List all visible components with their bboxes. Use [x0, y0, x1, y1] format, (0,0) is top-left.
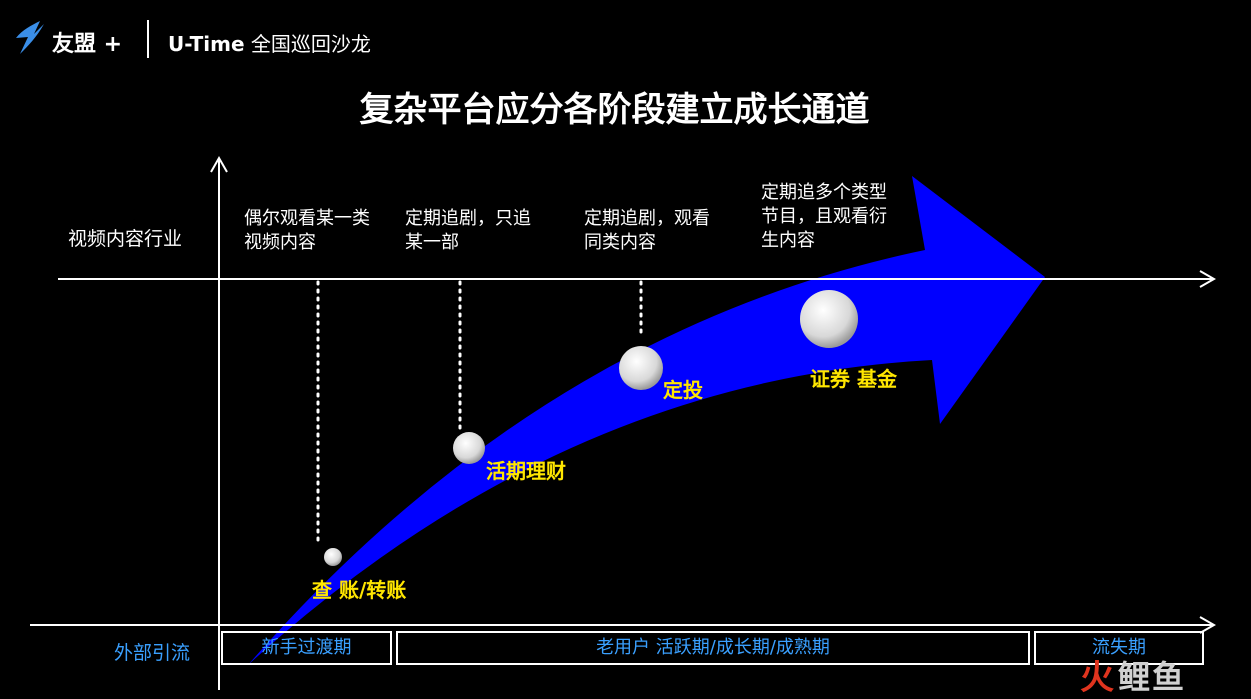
product-label-1: 查 账/转账 — [312, 578, 407, 602]
upper-horizontal-axis — [58, 270, 1217, 288]
product-label-3: 定投 — [663, 378, 703, 402]
lower-horizontal-axis — [30, 616, 1217, 634]
phase-box-active: 老用户 活跃期/成长期/成熟期 — [396, 631, 1030, 665]
product-label-2: 活期理财 — [486, 459, 566, 483]
phase-box-newbie: 新手过渡期 — [221, 631, 392, 665]
youmeng-logo-icon — [16, 21, 44, 54]
event-name: U-Time 全国巡回沙龙 — [168, 28, 371, 57]
vertical-axis — [210, 155, 228, 690]
row-label-external-traffic: 外部引流 — [114, 642, 191, 664]
event-suffix: 全国巡回沙龙 — [244, 32, 371, 56]
watermark-logo: 火 — [1080, 658, 1114, 698]
watermark-text: 鲤鱼 — [1118, 658, 1187, 696]
brand-name: 友盟 + — [52, 32, 123, 57]
stage-text-3: 定期追剧，观看 同类内容 — [584, 208, 710, 253]
stage-text-4: 定期追多个类型 节目，且观看衍 生内容 — [761, 182, 887, 251]
header-divider — [147, 20, 149, 58]
milestone-ball-1 — [324, 548, 342, 566]
stage-text-2: 定期追剧，只追 某一部 — [405, 208, 531, 253]
milestone-ball-4 — [800, 290, 858, 348]
milestone-ball-3 — [619, 346, 663, 390]
stage-text-1: 偶尔观看某一类 视频内容 — [244, 208, 370, 253]
row-label-video-industry: 视频内容行业 — [68, 228, 183, 250]
phase-box-churn: 流失期 — [1034, 631, 1204, 665]
event-prefix: U-Time — [168, 32, 245, 56]
milestone-ball-2 — [453, 432, 485, 464]
product-label-4: 证券 基金 — [810, 367, 897, 391]
page-title: 复杂平台应分各阶段建立成长通道 — [359, 90, 870, 130]
